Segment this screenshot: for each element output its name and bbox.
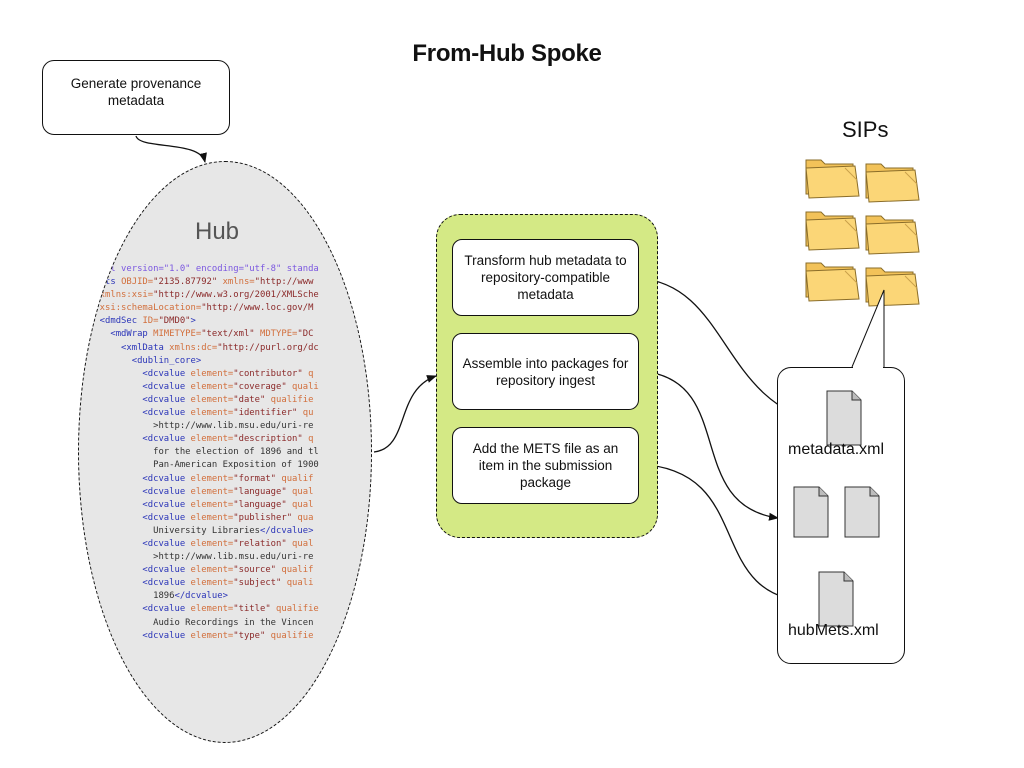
folder-icon (865, 267, 920, 307)
xml-line: 1896</dcvalue> (89, 591, 228, 602)
hub-to-spoke-arrow (373, 375, 437, 453)
xml-line: <dcvalue element="type" qualifie (89, 630, 314, 641)
xml-line: <mets OBJID="2135.87792" xmlns="http://w… (89, 277, 314, 288)
package-document-icon-2 (844, 486, 880, 538)
xml-line: for the election of 1896 and tl (89, 447, 319, 458)
xml-line: xsi:schemaLocation="http://www.loc.gov/M (89, 303, 314, 314)
xml-line: <dcvalue element="date" qualifie (89, 394, 314, 405)
folder-icon (805, 159, 860, 199)
hubmets-xml-label: hubMets.xml (788, 622, 879, 639)
xml-line: <dcvalue element="title" qualifie (89, 604, 319, 615)
xml-line: <mdWrap MIMETYPE="text/xml" MDTYPE="DC (89, 329, 314, 340)
xml-line: <dcvalue element="language" qual (89, 486, 314, 497)
step-transform-metadata: Transform hub metadata to repository-com… (452, 239, 639, 316)
sips-label: SIPs (842, 117, 889, 142)
metadata-xml-label: metadata.xml (788, 441, 885, 458)
xml-line: >http://www.lib.msu.edu/uri-re (89, 552, 314, 563)
step-assemble-label: Assemble into packages for repository in… (462, 355, 629, 388)
xml-line: <dcvalue element="subject" quali (89, 578, 314, 589)
xml-line: <dcvalue element="source" qualif (89, 565, 314, 576)
provenance-box: Generate provenance metadata (42, 60, 230, 135)
folder-icon (865, 215, 920, 255)
xml-line: Audio Recordings in the Vincen (89, 617, 314, 628)
xml-line: <dcvalue element="description" q (89, 434, 314, 445)
xml-line: Pan-American Exposition of 1900 (89, 460, 319, 471)
package-document-icon-1 (793, 486, 829, 538)
xml-line: >http://www.lib.msu.edu/uri-re (89, 421, 314, 432)
hub-label: Hub (195, 218, 240, 245)
step-transform-label: Transform hub metadata to repository-com… (464, 253, 627, 302)
folder-icon (805, 262, 860, 302)
xml-line: <dcvalue element="coverage" quali (89, 381, 319, 392)
xml-line: University Libraries</dcvalue> (89, 525, 314, 536)
folder-icon (805, 211, 860, 251)
xml-line: <dcvalue element="publisher" qua (89, 512, 314, 523)
provenance-to-hub-arrow (135, 135, 207, 163)
hub-xml-snippet: <?xml version="1.0" encoding="utf-8" sta… (89, 263, 325, 643)
xml-line: <dcvalue element="language" qual (89, 499, 314, 510)
xml-line: xmlns:xsi="http://www.w3.org/2001/XMLSch… (89, 290, 319, 301)
xml-line: <dmdSec ID="DMD0"> (89, 316, 196, 327)
xml-line: <dcvalue element="identifier" qu (89, 408, 314, 419)
xml-line: <dcvalue element="format" qualif (89, 473, 314, 484)
diagram-title: From-Hub Spoke (412, 40, 602, 67)
xml-line: <dcvalue element="relation" qual (89, 538, 314, 549)
hub-ellipse: Hub <?xml version="1.0" encoding="utf-8"… (78, 161, 372, 743)
folder-icon (865, 163, 920, 203)
step-assemble-packages: Assemble into packages for repository in… (452, 333, 639, 410)
step-add-mets: Add the METS file as an item in the subm… (452, 427, 639, 504)
hubmets-xml-document-icon (818, 571, 854, 627)
xml-line: <dcvalue element="contributor" q (89, 368, 314, 379)
xml-line: <dublin_core> (89, 355, 202, 366)
xml-line: <?xml version="1.0" encoding="utf-8" sta… (89, 264, 319, 274)
provenance-label: Generate provenance metadata (70, 76, 202, 108)
assemble-to-documents-arrow (647, 371, 779, 521)
metadata-xml-document-icon (826, 390, 862, 446)
step-add-mets-label: Add the METS file as an item in the subm… (472, 441, 619, 490)
xml-line: <xmlData xmlns:dc="http://purl.org/dc (89, 342, 319, 353)
